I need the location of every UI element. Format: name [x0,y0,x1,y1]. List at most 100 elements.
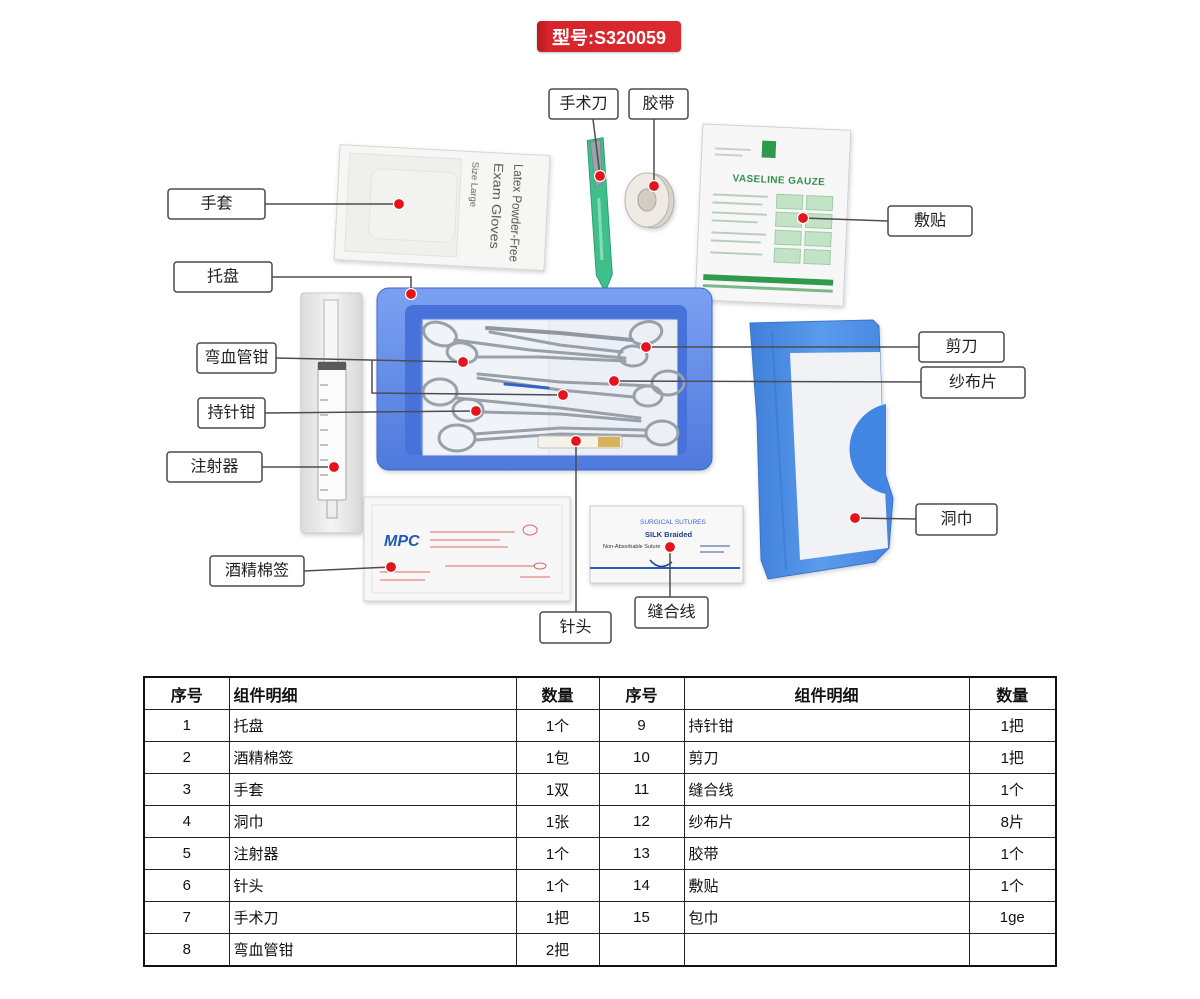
callout-curved-forceps-text: 弯血管钳 [204,349,268,367]
cell-quantity: 8片 [968,805,1057,838]
marker-gloves [392,197,406,211]
tape-roll [624,172,675,229]
marker-suture [663,540,677,554]
header-quantity: 数量 [515,676,600,710]
cell-index: 11 [598,773,685,806]
glove-brand-text: Latex Powder-Free [506,164,526,263]
cell-index: 5 [143,837,230,870]
cell-quantity: 1个 [968,869,1057,902]
callout-tray-text: 托盘 [207,267,239,286]
leader-lines [262,118,922,612]
marker-scalpel [593,169,607,183]
cell-quantity: 1张 [515,805,600,838]
cell-index: 15 [598,901,685,934]
dressing-package: VASELINE GAUZE [694,123,852,307]
table-row: 2 酒精棉签 1包 10 剪刀 1把 [143,741,1057,774]
callout-needle-holder: 持针钳 [197,397,266,429]
cell-index: 12 [598,805,685,838]
kit-photo: Latex Powder-Free Exam Gloves Size Large… [166,88,1026,644]
marker-needle [569,434,583,448]
cell-quantity: 1把 [968,709,1057,742]
component-table: 序号 组件明细 数量 序号 组件明细 数量 1 托盘 1个 9 持针钳 1把 2… [143,676,1057,967]
cell-index: 3 [143,773,230,806]
callout-scissors-text: 剪刀 [945,338,977,356]
callout-syringe-text: 注射器 [190,458,238,476]
model-badge: 型号:S320059 [537,21,681,52]
table-row: 5 注射器 1个 13 胶带 1个 [143,837,1057,870]
callout-gloves: 手套 [167,188,266,220]
cell-quantity: 1ge [968,901,1057,934]
cell-index: 6 [143,869,230,902]
cell-component: 持针钳 [683,709,970,742]
cell-quantity: 1个 [515,709,600,742]
marker-gauze [607,374,621,388]
callout-gauze: 纱布片 [920,366,1026,399]
cell-quantity: 2把 [515,933,600,967]
marker-drape [848,511,862,525]
table-row: 6 针头 1个 14 敷贴 1个 [143,869,1057,902]
table-row: 1 托盘 1个 9 持针钳 1把 [143,709,1057,742]
cell-empty [968,933,1057,967]
cell-index: 14 [598,869,685,902]
glove-type-text: Exam Gloves [487,163,507,250]
cell-component: 手套 [228,773,517,806]
table-row: 8 弯血管钳 2把 [143,933,1057,967]
marker-tape [647,179,661,193]
marker-tray [404,287,418,301]
callout-needle: 针头 [539,611,612,644]
callout-gauze-text: 纱布片 [949,373,997,391]
cell-quantity: 1个 [515,837,600,870]
callout-alcohol-swab: 酒精棉签 [209,555,305,587]
cell-component: 剪刀 [683,741,970,774]
table-row: 4 洞巾 1张 12 纱布片 8片 [143,805,1057,838]
cell-index: 10 [598,741,685,774]
dressing-title: VASELINE GAUZE [732,173,825,188]
drape [749,319,894,580]
alcohol-swab-package: MPC [363,496,571,602]
callout-curved-forceps: 弯血管钳 [196,342,277,374]
callout-suture-text: 缝合线 [647,603,695,621]
scalpel [586,137,613,294]
callout-scalpel: 手术刀 [548,88,619,120]
marker-syringe [327,460,341,474]
cell-index: 4 [143,805,230,838]
callout-scissors: 剪刀 [918,331,1005,363]
callout-drape-text: 洞巾 [940,510,972,528]
cell-component: 缝合线 [683,773,970,806]
cell-component: 胶带 [683,837,970,870]
suture-name: SILK Braided [645,530,693,539]
cell-component: 酒精棉签 [228,741,517,774]
item-markers [327,169,862,574]
cell-quantity: 1包 [515,741,600,774]
callout-tape-text: 胶带 [642,95,674,113]
cell-component: 敷贴 [683,869,970,902]
marker-scissors [639,340,653,354]
syringe-package [300,292,363,534]
header-index: 序号 [598,676,685,710]
callout-dressing: 敷贴 [887,205,973,237]
cell-component: 洞巾 [228,805,517,838]
cell-component: 包巾 [683,901,970,934]
cell-component: 注射器 [228,837,517,870]
cell-component: 针头 [228,869,517,902]
marker-curved-forceps-1 [456,355,470,369]
cell-component: 托盘 [228,709,517,742]
cell-quantity: 1个 [968,837,1057,870]
cell-component: 手术刀 [228,901,517,934]
callout-needle-text: 针头 [559,618,591,636]
table-header-row: 序号 组件明细 数量 序号 组件明细 数量 [143,676,1057,710]
callout-scalpel-text: 手术刀 [559,95,607,113]
callout-tray: 托盘 [173,261,273,293]
header-index: 序号 [143,676,230,710]
swab-brand: MPC [384,533,420,550]
cell-empty [598,933,685,967]
callout-gloves-text: 手套 [200,195,232,213]
cell-index: 7 [143,901,230,934]
cell-index: 13 [598,837,685,870]
header-component: 组件明细 [228,676,517,710]
marker-needle-holder [469,404,483,418]
header-component: 组件明细 [683,676,970,710]
cell-quantity: 1把 [968,741,1057,774]
cell-index: 1 [143,709,230,742]
cell-quantity: 1把 [515,901,600,934]
